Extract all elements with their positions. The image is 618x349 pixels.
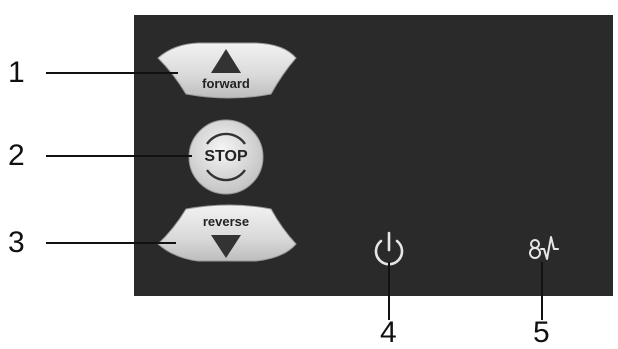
reverse-label: reverse [202,214,250,229]
stop-button[interactable] [188,119,264,195]
down-triangle-icon [211,235,241,258]
callout-line-4 [388,262,390,320]
power-icon [374,231,404,266]
reverse-button[interactable] [157,204,297,262]
callout-1: 1 [8,56,25,89]
forward-label: forward [202,76,250,91]
callout-line-5 [541,262,543,320]
stop-label: STOP [204,148,248,165]
up-triangle-icon [211,49,241,73]
callout-2: 2 [8,139,25,172]
callout-line-1 [46,72,178,74]
callout-5: 5 [533,316,550,349]
callout-3: 3 [8,226,25,259]
callout-line-2 [46,155,192,157]
forward-button[interactable] [157,42,297,99]
heartbeat-waveform-icon [529,236,559,260]
stop-ring-icon [206,132,246,182]
callout-line-3 [46,242,176,244]
callout-4: 4 [380,316,397,349]
